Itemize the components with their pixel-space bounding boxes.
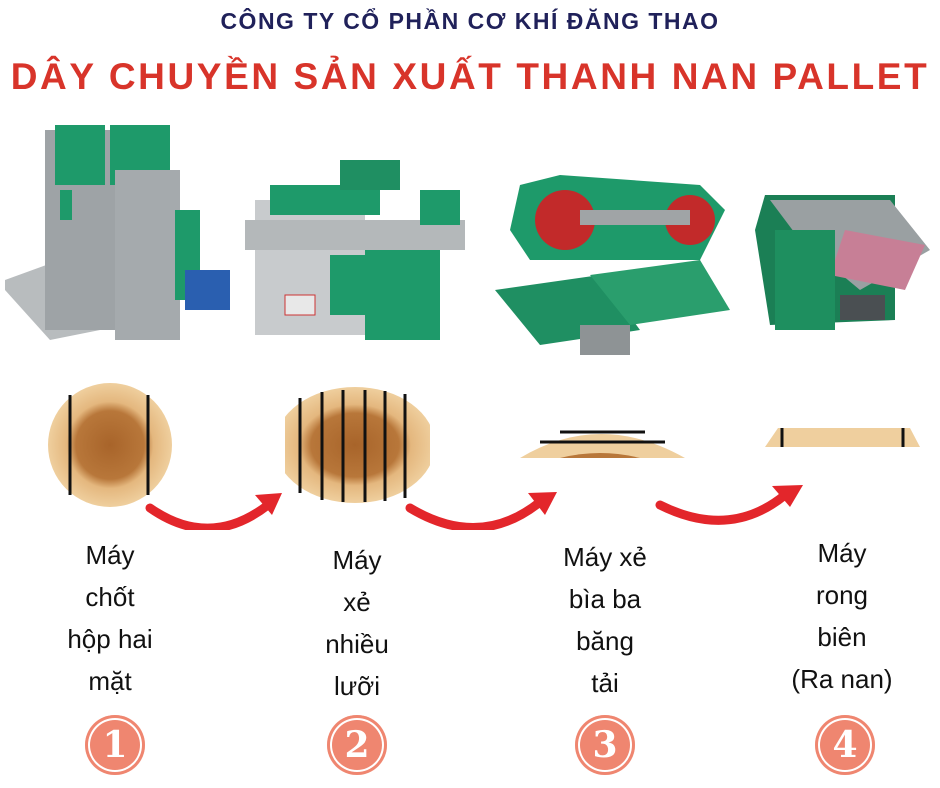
machine-4-image <box>755 195 930 330</box>
log-step-2 <box>285 387 430 503</box>
step-3-label: Máy xẻ bìa ba băng tải <box>505 536 705 704</box>
log-step-3 <box>520 430 685 458</box>
arrow-1-to-2 <box>145 500 273 530</box>
label-line: mặt <box>88 666 132 696</box>
label-line: Máy xẻ <box>563 542 647 572</box>
machines-and-logs <box>5 125 930 530</box>
arrow-3-to-4 <box>655 490 790 525</box>
label-line: Máy <box>85 540 135 570</box>
log-step-4 <box>765 428 920 447</box>
log-step-1 <box>48 383 172 507</box>
label-line: (Ra nan) <box>791 664 893 694</box>
label-line: băng <box>576 626 634 656</box>
label-line: Máy <box>817 538 867 568</box>
step-2-label: Máy xẻ nhiều lưỡi <box>257 539 457 707</box>
label-line: nhiều <box>325 629 389 659</box>
page-title: DÂY CHUYỀN SẢN XUẤT THANH NAN PALLET <box>10 56 930 97</box>
machine-2-image <box>245 160 465 340</box>
label-line: xẻ <box>343 587 371 617</box>
arrow-2-to-3 <box>405 497 545 530</box>
company-name: CÔNG TY CỔ PHẦN CƠ KHÍ ĐĂNG THAO <box>220 8 720 34</box>
step-3-badge: 3 <box>575 715 635 775</box>
label-line: tải <box>591 668 619 698</box>
step-4-label: Máy rong biên (Ra nan) <box>742 532 940 700</box>
label-line: Máy <box>332 545 382 575</box>
label-line: lưỡi <box>333 671 380 701</box>
step-4-badge: 4 <box>815 715 875 775</box>
label-line: rong <box>815 580 869 610</box>
machine-3-image <box>495 175 730 355</box>
step-2-badge: 2 <box>327 715 387 775</box>
label-line: bìa ba <box>568 584 642 614</box>
label-line: chốt <box>85 582 135 612</box>
label-line: hộp hai <box>67 624 153 654</box>
machine-1-image <box>5 125 230 340</box>
label-line: biên <box>817 622 867 652</box>
step-1-badge: 1 <box>85 715 145 775</box>
step-1-label: Máy chốt hộp hai mặt <box>10 534 210 702</box>
